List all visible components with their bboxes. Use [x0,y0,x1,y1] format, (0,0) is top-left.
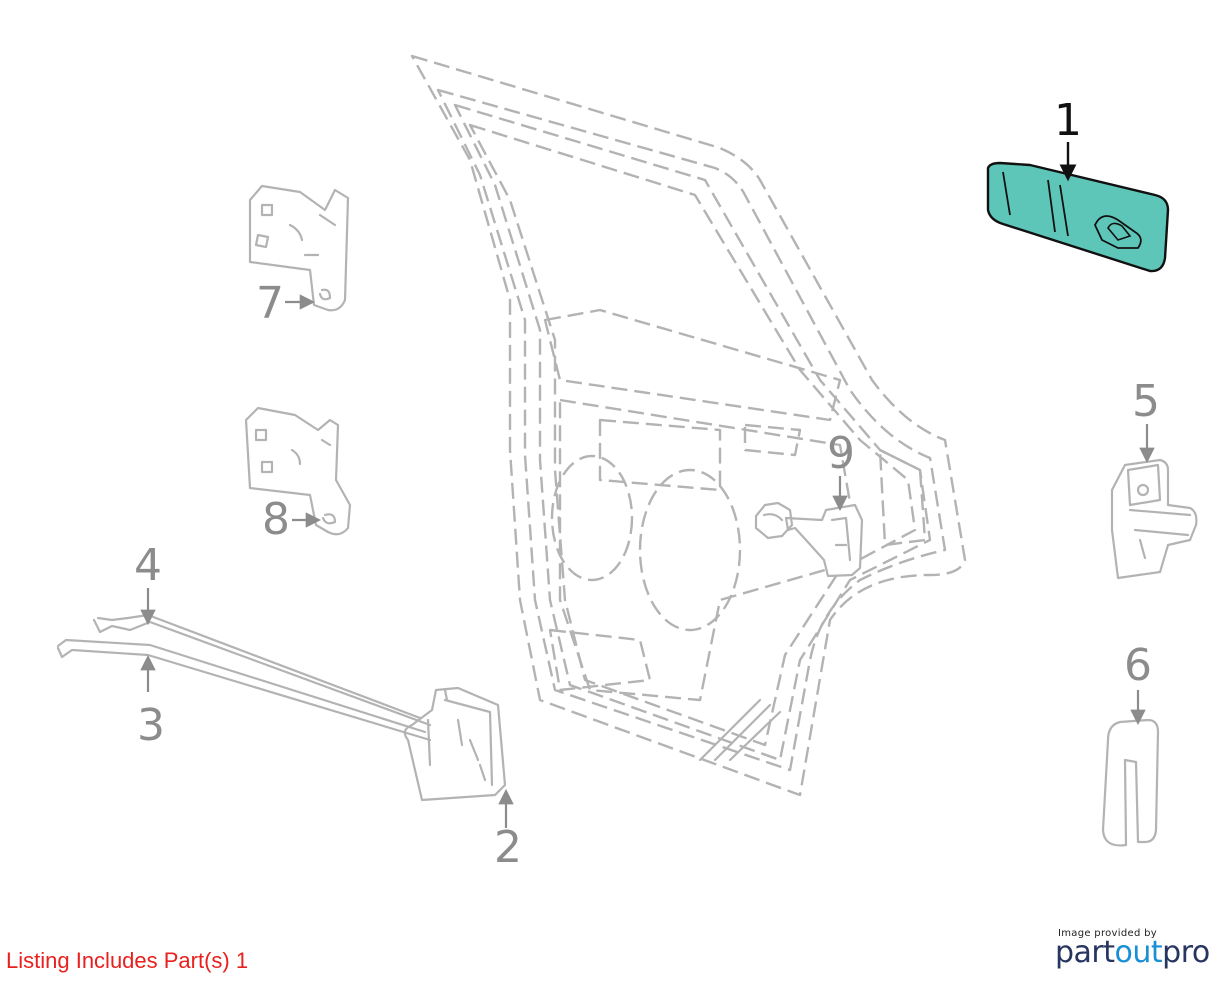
part-7-upper-hinge[interactable] [248,184,350,312]
callout-6-label[interactable]: 6 [1124,640,1152,691]
part-4-rod[interactable] [92,613,432,727]
part-2-latch[interactable] [403,686,507,802]
callout-7-label[interactable]: 7 [256,278,284,329]
listing-includes-note: Listing Includes Part(s) 1 [6,948,249,973]
door-shell-outline [410,54,967,797]
part-1-door-handle[interactable] [986,161,1170,273]
partoutpro-logo: partoutpro [1055,935,1210,970]
logo-out-text: out [1114,935,1163,970]
part-5-striker[interactable] [1110,458,1198,580]
logo-part-text: part [1055,935,1115,970]
image-credit-caption: Image provided by [1058,928,1157,939]
callout-9-label[interactable]: 9 [827,428,855,479]
part-3-rod[interactable] [56,638,432,742]
part-6-shim[interactable] [1101,718,1160,847]
part-8-lower-hinge[interactable] [244,406,352,536]
callout-4-label[interactable]: 4 [134,540,162,591]
callout-3-label[interactable]: 3 [137,700,165,751]
callout-5-label[interactable]: 5 [1132,376,1160,427]
callout-1-label[interactable]: 1 [1054,95,1082,146]
callout-8-label[interactable]: 8 [262,494,290,545]
logo-pro-text: pro [1162,935,1210,970]
callout-2-label[interactable]: 2 [494,822,522,873]
part-9-check-strap[interactable] [754,501,864,578]
